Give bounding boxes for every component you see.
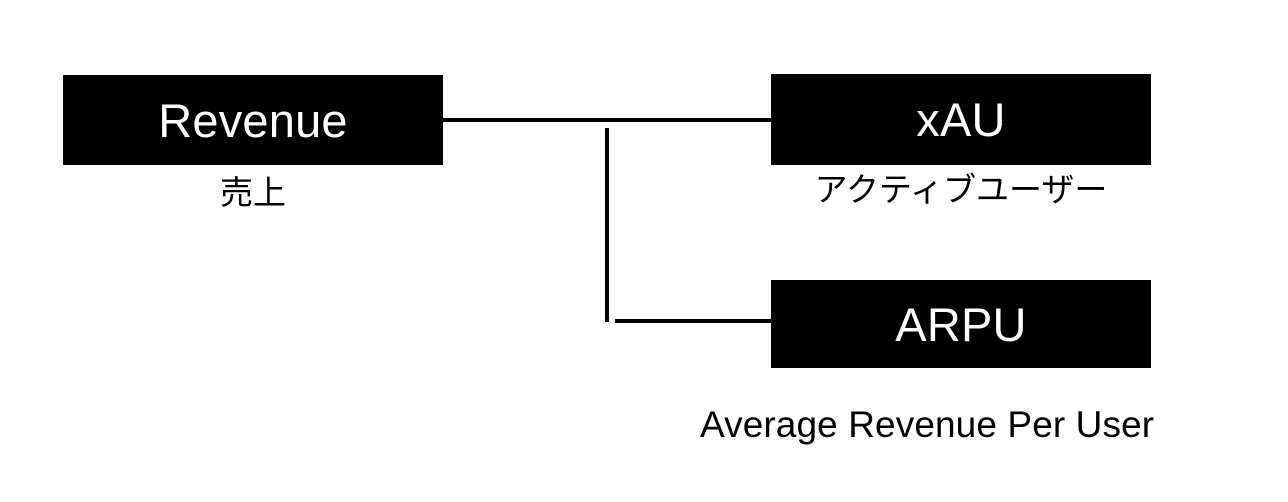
node-arpu[interactable]: ARPU	[771, 280, 1151, 368]
node-arpu-label: ARPU	[895, 297, 1027, 351]
node-revenue[interactable]: Revenue	[63, 75, 443, 165]
node-revenue-label: Revenue	[158, 93, 348, 147]
node-arpu-caption: Average Revenue Per User	[700, 404, 1155, 445]
node-revenue-caption: 売上	[220, 174, 286, 211]
connector-vertical-trunk	[605, 128, 609, 322]
node-xau-label: xAU	[916, 93, 1006, 146]
node-xau-caption: アクティブユーザー	[814, 171, 1108, 208]
connector-revenue-to-xau	[443, 118, 772, 122]
node-xau[interactable]: xAU	[771, 74, 1151, 165]
connector-revenue-to-arpu	[615, 319, 772, 323]
